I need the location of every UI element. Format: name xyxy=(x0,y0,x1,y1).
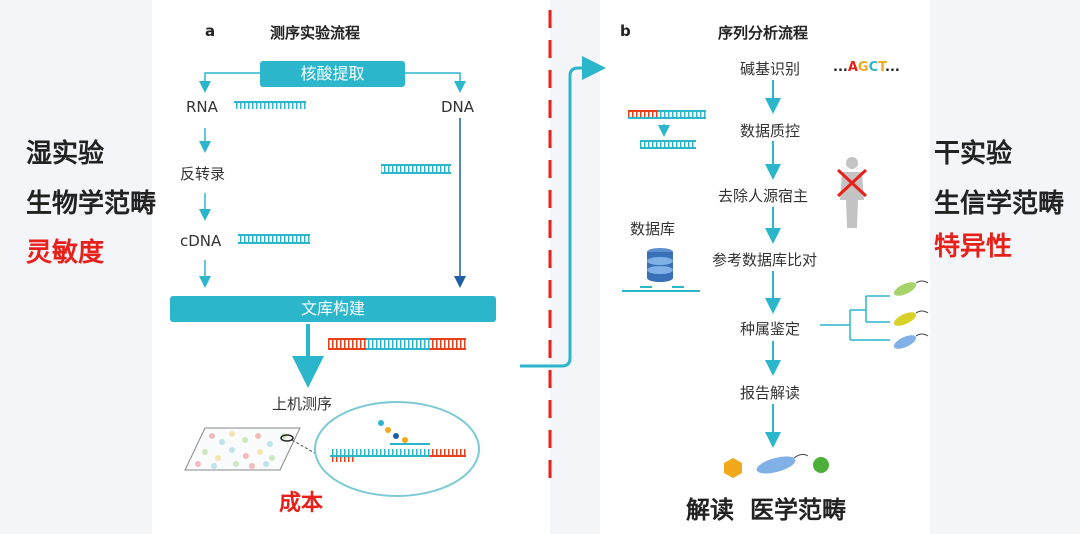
panel-b-title: 序列分析流程 xyxy=(718,24,809,42)
dna-label: DNA xyxy=(441,98,475,116)
base-calling-label: 碱基识别 xyxy=(740,60,801,78)
arrow-to-dna xyxy=(405,72,466,93)
flow-cell-illustration xyxy=(184,427,319,471)
database-label: 数据库 xyxy=(630,220,676,238)
base-a: A xyxy=(847,60,858,75)
rna-label: RNA xyxy=(186,98,218,116)
library-construction-box: 文库构建 xyxy=(170,296,496,322)
reads-illustration xyxy=(628,110,706,149)
reverse-transcription-label: 反转录 xyxy=(180,165,226,183)
seq-prefix: ... xyxy=(833,60,848,75)
sensitivity-label: 灵敏度 xyxy=(26,238,105,268)
arrow-to-rna xyxy=(199,72,260,93)
nucleic-extraction-box: 核酸提取 xyxy=(260,61,405,87)
interpretation-label: 解读 xyxy=(686,496,734,524)
base-t: T xyxy=(878,60,886,75)
base-c: C xyxy=(868,60,879,75)
connector-arrow xyxy=(520,56,606,368)
sequencing-label: 上机测序 xyxy=(272,395,333,413)
dna-double-strand xyxy=(381,164,451,174)
panel-a-title: 测序实验流程 xyxy=(270,24,361,42)
microbe-icons xyxy=(724,453,829,478)
quality-control-label: 数据质控 xyxy=(740,122,801,140)
base-g: G xyxy=(857,60,869,75)
bioinfo-paradigm-label: 生信学范畴 xyxy=(934,189,1065,219)
seq-suffix: ... xyxy=(885,60,900,75)
base-sequence: ...AGCT... xyxy=(833,60,900,75)
panel-b-letter: b xyxy=(620,22,631,40)
panel-a-letter: a xyxy=(205,22,216,40)
cost-label: 成本 xyxy=(279,491,324,516)
database-icon xyxy=(622,248,700,292)
report-interpretation-label: 报告解读 xyxy=(740,384,801,402)
remove-host-label: 去除人源宿主 xyxy=(718,187,809,205)
library-strand xyxy=(328,338,466,350)
human-host-icon xyxy=(836,157,868,228)
medical-paradigm-label: 医学范畴 xyxy=(750,496,846,524)
cdna-label: cDNA xyxy=(180,232,222,250)
dry-lab-label: 干实验 xyxy=(934,139,1013,169)
db-alignment-label: 参考数据库比对 xyxy=(712,251,818,269)
species-identification-label: 种属鉴定 xyxy=(740,320,801,338)
specificity-label: 特异性 xyxy=(934,232,1013,262)
species-tree-icon xyxy=(820,280,929,349)
cdna-double-strand xyxy=(238,234,310,244)
biology-paradigm-label: 生物学范畴 xyxy=(26,189,157,219)
sequencing-zoom xyxy=(314,401,480,497)
wet-lab-label: 湿实验 xyxy=(26,139,105,169)
rna-strand xyxy=(234,103,306,109)
